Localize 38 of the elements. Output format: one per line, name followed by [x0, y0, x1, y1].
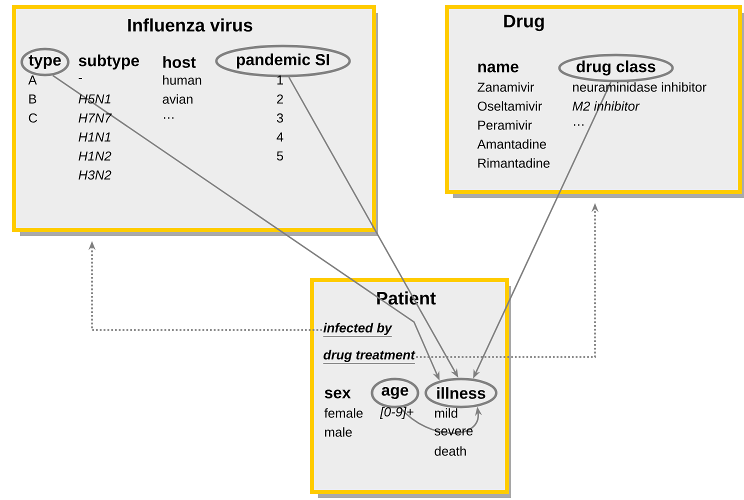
table-value: human: [163, 75, 202, 85]
table-value: H5N1: [78, 94, 110, 104]
table-value: neuraminidase inhibitor: [573, 82, 706, 92]
table-value: Amantadine: [477, 139, 546, 149]
relation-label: drug treatment: [323, 350, 416, 364]
column-heading: sex: [324, 390, 351, 398]
circled-heading: drug class: [558, 54, 674, 82]
table-value: avian: [162, 94, 192, 104]
circled-heading: type: [20, 48, 70, 76]
table-value: Rimantadine: [478, 158, 550, 168]
table-value: Peramivir: [478, 120, 532, 130]
table-value: H3N2: [78, 170, 112, 180]
table-value: female: [324, 408, 363, 418]
table-value: Zanamivir: [478, 82, 534, 92]
table-value: death: [434, 446, 466, 456]
table-value: 2: [277, 94, 283, 104]
table-value: -: [78, 78, 82, 80]
column-heading: name: [478, 64, 518, 72]
table-value: 1: [277, 76, 283, 84]
table-value: Oseltamivir: [478, 101, 542, 111]
table-value: B: [29, 94, 36, 104]
table-value: …: [164, 117, 174, 119]
table-value: [0-9]+: [380, 406, 414, 420]
table-value: 5: [276, 151, 284, 161]
relation-label: infected by: [323, 322, 392, 337]
table-value: H1N2: [78, 151, 112, 161]
table-value: male: [325, 427, 352, 437]
column-heading: host: [163, 56, 196, 68]
table-value: 4: [276, 132, 284, 142]
table-value: 3: [276, 113, 284, 123]
table-value: mild: [435, 408, 458, 418]
table-value: H7N7: [78, 114, 112, 122]
circled-heading: illness: [424, 378, 498, 408]
table-value: H1N1: [78, 132, 110, 142]
table-value: …: [574, 124, 584, 126]
table-value: severe: [434, 428, 473, 436]
table-value: C: [28, 113, 38, 123]
table-value: M2 inhibitor: [572, 101, 640, 111]
